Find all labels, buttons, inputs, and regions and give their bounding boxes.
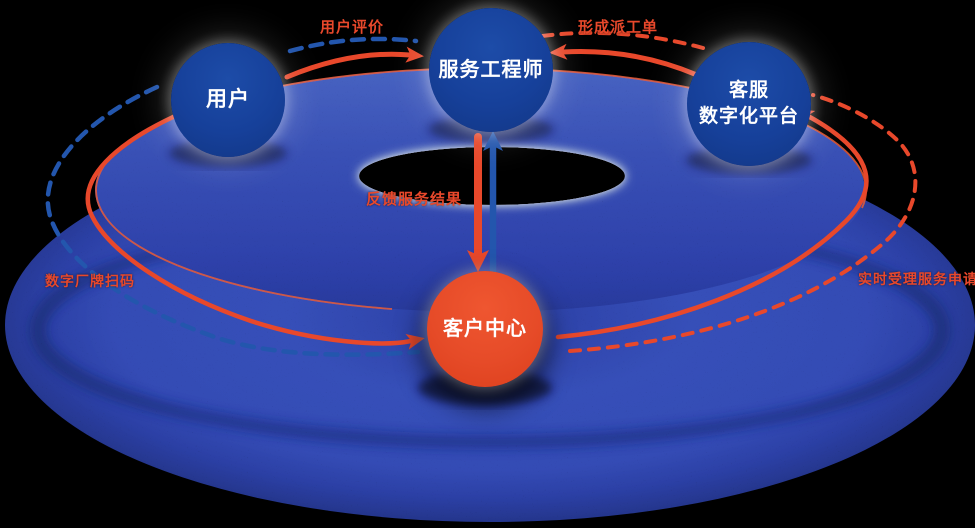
node-user: 用户 bbox=[171, 43, 285, 157]
flow-arcs bbox=[45, 30, 918, 357]
flow-service-request-arrow bbox=[555, 109, 869, 340]
flow-plate-scan-arrow bbox=[85, 109, 425, 350]
flow-label-user-review: 用户评价 bbox=[320, 19, 385, 36]
node-service-engineer: 服务工程师 bbox=[429, 8, 553, 132]
flow-service-request-dashed bbox=[568, 93, 918, 353]
node-user-label: 用户 bbox=[206, 87, 250, 111]
flow-label-dispatch-order: 形成派工单 bbox=[578, 19, 659, 36]
node-customer-center-label: 客户中心 bbox=[443, 317, 527, 340]
flow-user-review-dashed bbox=[287, 36, 419, 54]
flow-plate-scan-dashed bbox=[45, 84, 421, 357]
flow-dispatch-order-arrow bbox=[549, 43, 700, 78]
node-customer-center: 客户中心 bbox=[427, 271, 543, 387]
flow-dispatch-order-dashed bbox=[540, 30, 705, 50]
node-platform-label-line1: 客服 bbox=[728, 80, 769, 102]
node-service-digital-platform: 客服 数字化平台 bbox=[687, 42, 811, 166]
flow-label-plate-scan: 数字厂牌扫码 bbox=[45, 273, 135, 289]
node-platform-label-line2: 数字化平台 bbox=[698, 106, 799, 127]
flow-label-service-request: 实时受理服务申请 bbox=[858, 271, 975, 287]
flow-user-review-arrow bbox=[284, 46, 424, 80]
node-service-engineer-label: 服务工程师 bbox=[438, 58, 544, 81]
flow-label-feedback-result: 反馈服务结果 bbox=[366, 191, 463, 208]
